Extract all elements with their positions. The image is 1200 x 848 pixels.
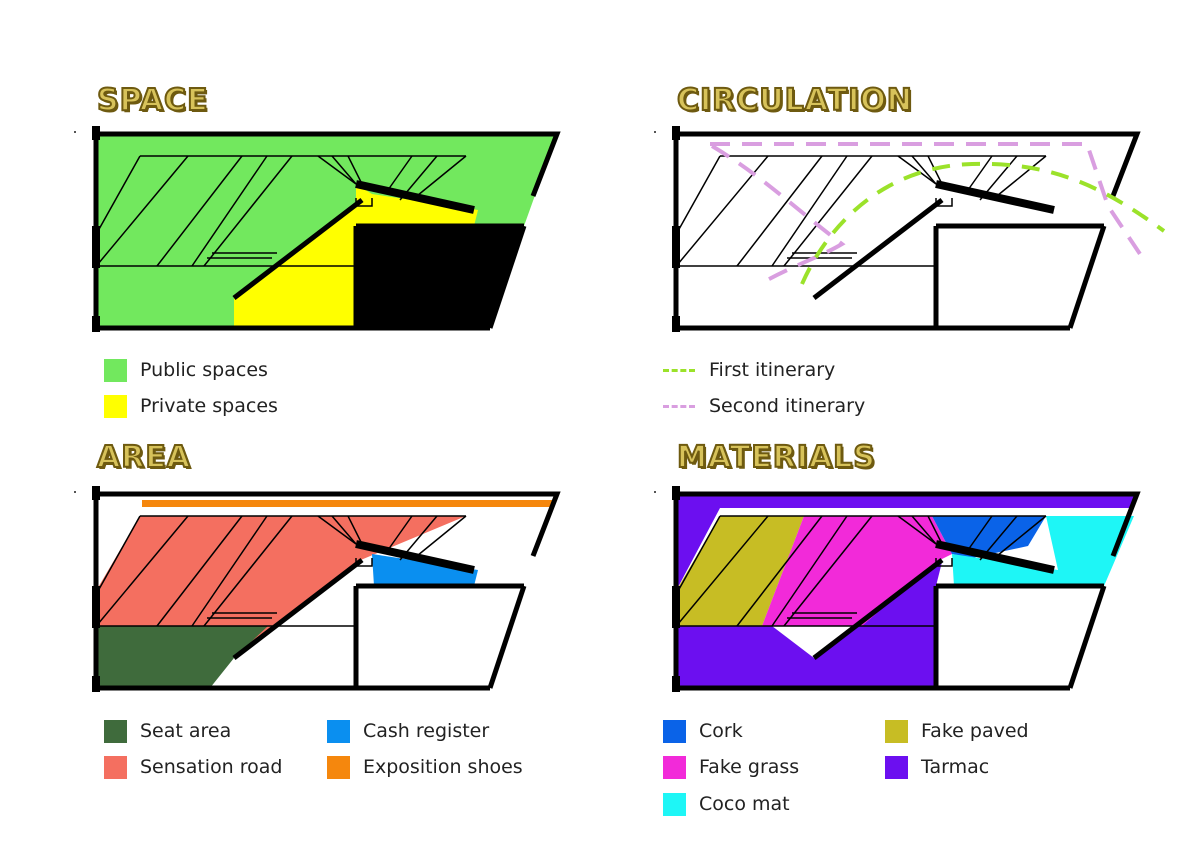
materials-plan [672,486,1141,692]
legend-label: Seat area [140,720,232,742]
coco-mat-fill [952,516,1134,586]
legend-private-spaces: Private spaces [104,394,278,418]
legend-label: Cash register [363,720,490,742]
materials-title: MATERIALS [676,440,876,475]
swatch-cash-register [327,719,350,743]
legend-tarmac: Tarmac [885,755,989,779]
legend-cork: Cork [663,719,743,743]
legend-public-spaces: Public spaces [104,358,268,382]
legend-label: Fake paved [921,720,1029,742]
legend-label: First itinerary [709,359,836,381]
area-plan [92,486,561,692]
fake-grass-fill [762,516,952,626]
swatch-fake-grass [663,755,686,779]
second-itinerary-path [710,142,1146,286]
swatch-fake-paved [885,719,908,743]
private-back-fill [356,226,524,328]
legend-fake-paved: Fake paved [885,719,1029,743]
legend-fake-grass: Fake grass [663,755,799,779]
cash-register-fill [372,554,478,586]
swatch-tarmac [885,755,908,779]
legend-label: Sensation road [140,756,283,778]
public-space-fill [96,134,557,328]
legend-sensation-road: Sensation road [104,755,283,779]
legend-label: Fake grass [699,756,800,778]
circulation-plan [672,126,1166,332]
swatch-seat-area [104,719,127,743]
private-space-fill-2 [234,202,356,328]
swatch-coco-mat [663,792,686,816]
space-plan [92,126,561,332]
space-fills [96,134,557,328]
legend-seat-area: Seat area [104,719,231,743]
seat-area-fill [96,626,268,688]
legend-label: Coco mat [699,793,790,815]
legend-exposition-shoes: Exposition shoes [327,755,523,779]
fake-paved-fill [676,516,804,626]
legend-second-itinerary: Second itinerary [663,394,865,418]
legend-label: Second itinerary [709,395,866,417]
first-itinerary-path [800,161,1166,285]
dash-first-itinerary [663,368,695,372]
space-title: SPACE [96,83,209,118]
circulation-title: CIRCULATION [676,83,913,118]
legend-coco-mat: Coco mat [663,792,790,816]
legend-label: Tarmac [921,756,990,778]
legend-first-itinerary: First itinerary [663,358,835,382]
dash-second-itinerary [663,404,695,408]
private-space-fill [356,184,478,226]
swatch-private-spaces [104,394,127,418]
swatch-sensation-road [104,755,127,779]
swatch-public-spaces [104,358,127,382]
legend-label: Public spaces [140,359,268,381]
exposition-shoes-fill [142,500,554,507]
legend-label: Exposition shoes [363,756,523,778]
swatch-cork [663,719,686,743]
legend-label: Private spaces [140,395,278,417]
legend-label: Cork [699,720,743,742]
space-base-lines [92,126,561,332]
area-title: AREA [96,440,192,475]
legend-cash-register: Cash register [327,719,489,743]
tarmac-fill [676,494,1137,688]
swatch-exposition-shoes [327,755,350,779]
